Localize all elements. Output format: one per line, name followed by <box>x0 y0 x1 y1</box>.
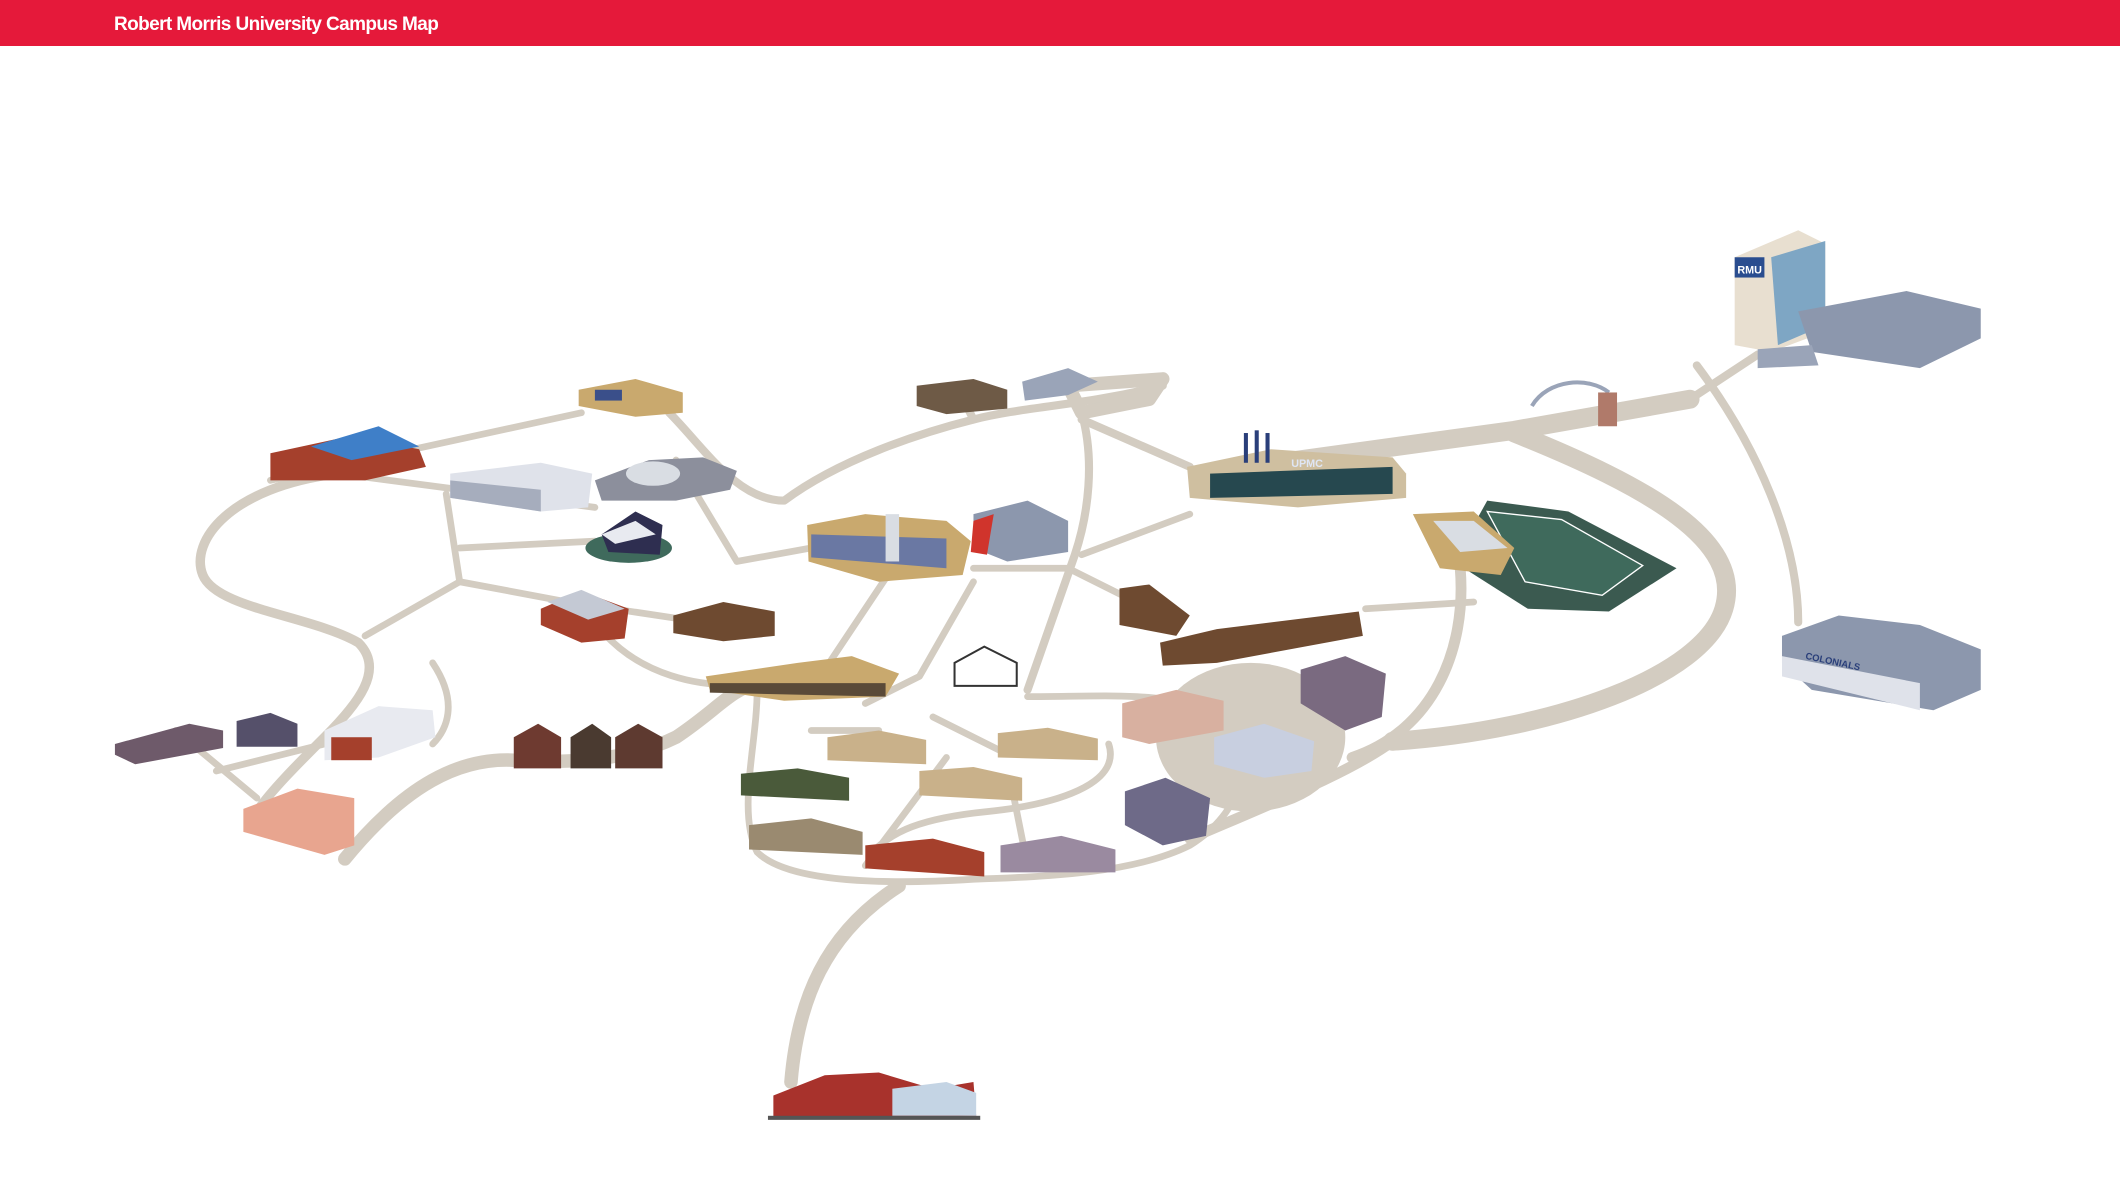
building-long-low[interactable] <box>705 656 900 701</box>
arena-sign: UPMC <box>1291 458 1323 470</box>
residence-rows[interactable] <box>740 727 1116 877</box>
building-sports-center[interactable]: COLONIALS <box>1781 615 1981 711</box>
building-south-welcome-center[interactable] <box>767 1072 981 1120</box>
residence-halls-east[interactable] <box>1119 584 1386 846</box>
building-hall-mid-left[interactable] <box>540 589 629 643</box>
building-academic-long[interactable] <box>450 462 593 512</box>
header-bar: Robert Morris University Campus Map <box>0 0 2120 46</box>
hotel-sign: RMU <box>1737 264 1762 276</box>
building-hall-mid[interactable] <box>673 602 775 642</box>
building-student-center[interactable] <box>807 514 971 582</box>
building-north-library[interactable] <box>578 378 683 417</box>
building-chapel[interactable] <box>585 511 672 563</box>
building-salmon-residence[interactable] <box>243 788 355 855</box>
building-arena[interactable]: UPMC <box>1187 430 1407 508</box>
page-title: Robert Morris University Campus Map <box>114 14 439 35</box>
building-gateway-arch[interactable] <box>1530 380 1618 427</box>
stadium-field[interactable] <box>1412 500 1677 612</box>
building-top-center[interactable] <box>916 368 1098 415</box>
pavilion[interactable] <box>953 645 1018 687</box>
townhouses[interactable] <box>513 723 663 769</box>
building-hotel[interactable]: RMU <box>1734 230 1981 369</box>
building-west-annex[interactable] <box>324 706 436 761</box>
building-engineering[interactable] <box>970 500 1069 562</box>
building-dome[interactable] <box>594 457 737 501</box>
building-west-hall[interactable] <box>270 426 426 481</box>
building-far-west[interactable] <box>114 712 298 765</box>
